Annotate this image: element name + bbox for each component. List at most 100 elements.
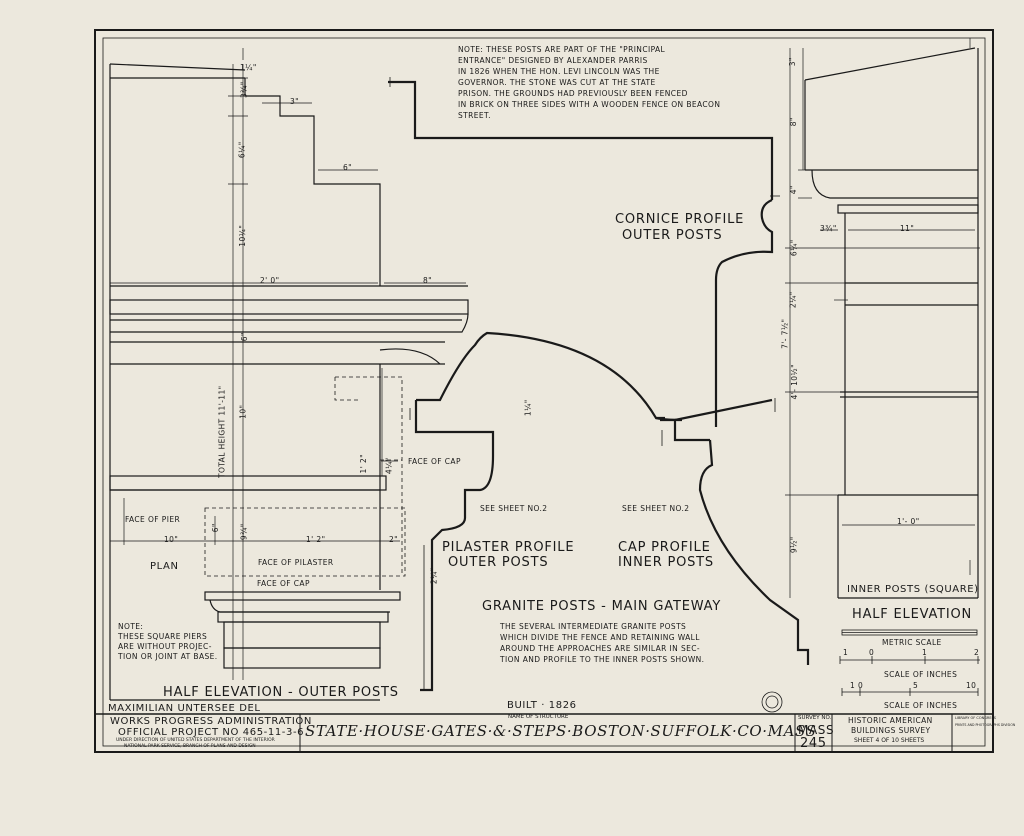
pilaster-profile-label: PILASTER PROFILE bbox=[442, 540, 575, 555]
inch-scale-bar bbox=[841, 688, 979, 696]
dim-label: 2" bbox=[389, 535, 399, 544]
granite-line: THE SEVERAL INTERMEDIATE GRANITE POSTS bbox=[500, 622, 687, 631]
wpa-project: OFFICIAL PROJECT NO 465-11-3-6 bbox=[118, 727, 305, 738]
dim-label: 9½" bbox=[789, 536, 799, 554]
outer-post-elevation bbox=[109, 63, 469, 701]
habs-line-2: BUILDINGS SURVEY bbox=[851, 726, 931, 735]
dim-label: 6" bbox=[210, 523, 220, 533]
half-elevation-label: HALF ELEVATION bbox=[852, 607, 973, 622]
dim-label: 10" bbox=[238, 404, 248, 419]
built-date: BUILT · 1826 bbox=[507, 700, 577, 711]
library-caption: LIBRARY OF CONGRESS bbox=[955, 716, 997, 720]
see-sheet-right: SEE SHEET NO.2 bbox=[622, 504, 690, 513]
delineator: MAXIMILIAN UNTERSEE DEL bbox=[108, 703, 261, 714]
dim-label: 4¼" bbox=[384, 457, 394, 475]
dim-label: 4'- 10½" bbox=[789, 364, 799, 400]
granite-line: TION AND PROFILE TO THE INNER POSTS SHOW… bbox=[500, 655, 705, 664]
dim-label: 6" bbox=[343, 163, 353, 172]
granite-posts-text: THE SEVERAL INTERMEDIATE GRANITE POSTS W… bbox=[500, 621, 790, 665]
granite-line: AROUND THE APPROACHES ARE SIMILAR IN SEC… bbox=[500, 644, 701, 653]
sheet-number: SHEET 4 OF 10 SHEETS bbox=[854, 737, 925, 744]
half-elevation-outer-label: HALF ELEVATION - OUTER POSTS bbox=[163, 685, 399, 700]
note-line: ENTRANCE" DESIGNED BY ALEXANDER PARRIS bbox=[458, 56, 648, 65]
dim-label: 4" bbox=[788, 185, 798, 195]
dim-label: 3" bbox=[787, 57, 797, 67]
metric-tick: 2 bbox=[974, 648, 980, 657]
inner-border bbox=[102, 37, 986, 747]
inch-tick: 10 bbox=[966, 681, 977, 690]
sheet-border bbox=[94, 29, 994, 753]
dim-label: 1¼" bbox=[523, 399, 533, 417]
plan-label: PLAN bbox=[150, 561, 179, 572]
face-of-cap-lower-label: FACE OF CAP bbox=[257, 579, 310, 588]
scale-of-inches-label-2: SCALE OF INCHES bbox=[884, 701, 958, 710]
structure-caption: NAME OF STRUCTURE bbox=[508, 714, 569, 720]
pilaster-profile-sublabel: OUTER POSTS bbox=[448, 555, 549, 570]
wpa-nps: NATIONAL PARK SERVICE, BRANCH OF PLANS A… bbox=[124, 744, 256, 749]
dim-label: 2' 0" bbox=[260, 276, 280, 285]
dim-label: 1' 2" bbox=[306, 535, 326, 544]
dim-label: 6" bbox=[239, 332, 249, 342]
total-height-label: TOTAL HEIGHT 11'-11" bbox=[217, 385, 227, 479]
face-of-cap-upper-label: FACE OF CAP bbox=[408, 457, 461, 466]
cornice-profile bbox=[388, 80, 774, 692]
survey-state: MASS bbox=[798, 723, 835, 737]
note-line: GOVERNOR. THE STONE WAS CUT AT THE STATE bbox=[458, 78, 656, 87]
inner-posts-label: INNER POSTS (SQUARE) bbox=[847, 584, 979, 595]
note-line: PRISON. THE GROUNDS HAD PREVIOUSLY BEEN … bbox=[458, 89, 688, 98]
survey-number: 245 bbox=[800, 736, 827, 751]
inch-tick: 5 bbox=[913, 681, 919, 690]
note-line: STREET. bbox=[458, 111, 491, 120]
dim-label: 8" bbox=[788, 117, 798, 127]
inch-tick: 1 0 bbox=[850, 681, 864, 690]
dim-label: 3¾" bbox=[820, 224, 837, 233]
square-note-line: THESE SQUARE PIERS bbox=[118, 632, 208, 641]
structure-name: STATE·HOUSE·GATES·&·STEPS·BOSTON·SUFFOLK… bbox=[305, 722, 817, 740]
granite-line: WHICH DIVIDE THE FENCE AND RETAINING WAL… bbox=[500, 633, 700, 642]
dim-label: 9¾" bbox=[239, 523, 249, 541]
metric-tick: 0 bbox=[869, 648, 875, 657]
history-note: NOTE: THESE POSTS ARE PART OF THE "PRINC… bbox=[458, 44, 778, 121]
square-piers-note: NOTE: THESE SQUARE PIERS ARE WITHOUT PRO… bbox=[118, 622, 218, 662]
dim-label: 11" bbox=[900, 224, 915, 233]
dim-label: 2¼" bbox=[429, 567, 439, 585]
metric-tick: 1 bbox=[922, 648, 928, 657]
metric-scale-label: METRIC SCALE bbox=[882, 638, 942, 647]
face-of-pilaster-label: FACE OF PILASTER bbox=[258, 558, 334, 567]
square-note-line: TION OR JOINT AT BASE. bbox=[118, 652, 218, 661]
face-of-pier-label: FACE OF PIER bbox=[125, 515, 181, 524]
scale-of-inches-label: SCALE OF INCHES bbox=[884, 670, 958, 679]
square-note-line: NOTE: bbox=[118, 622, 144, 631]
note-line: IN 1826 WHEN THE HON. LEVI LINCOLN WAS T… bbox=[458, 67, 660, 76]
cornice-profile-label: CORNICE PROFILE bbox=[615, 212, 745, 227]
dim-label: 8" bbox=[423, 276, 433, 285]
habs-line-1: HISTORIC AMERICAN bbox=[848, 716, 933, 725]
metric-tick: 1 bbox=[843, 648, 849, 657]
dim-label: 6¼" bbox=[237, 141, 247, 159]
dim-label: 7'- 7½" bbox=[780, 318, 790, 349]
cornice-profile-sublabel: OUTER POSTS bbox=[622, 228, 723, 243]
dim-label: 1' 2" bbox=[358, 454, 368, 474]
wpa-title: WORKS PROGRESS ADMINISTRATION bbox=[110, 716, 312, 727]
division-caption: PRINTS AND PHOTOGRAPHS DIVISION bbox=[955, 723, 1016, 727]
note-line: IN BRICK ON THREE SIDES WITH A WOODEN FE… bbox=[458, 100, 721, 109]
dim-label: 3" bbox=[290, 97, 300, 106]
dim-label: 2¼" bbox=[788, 291, 798, 309]
granite-posts-title: GRANITE POSTS - MAIN GATEWAY bbox=[482, 599, 722, 614]
note-line: NOTE: THESE POSTS ARE PART OF THE "PRINC… bbox=[458, 45, 666, 54]
square-note-line: ARE WITHOUT PROJEC- bbox=[118, 642, 212, 651]
dim-label: 6¼" bbox=[789, 239, 799, 257]
habs-seal bbox=[761, 691, 783, 713]
wpa-direction: UNDER DIRECTION OF UNITED STATES DEPARTM… bbox=[116, 738, 275, 743]
metric-scale-bar bbox=[839, 629, 980, 664]
cap-profile bbox=[660, 398, 810, 665]
dim-label: 3¾" bbox=[239, 81, 249, 99]
survey-caption: SURVEY NO. bbox=[798, 715, 832, 721]
dim-label: 10¼" bbox=[238, 224, 248, 247]
cap-profile-label: CAP PROFILE bbox=[618, 540, 711, 555]
cap-profile-sublabel: INNER POSTS bbox=[618, 555, 714, 570]
see-sheet-left: SEE SHEET NO.2 bbox=[480, 504, 548, 513]
dim-label: 1¼" bbox=[240, 63, 257, 72]
dim-label: 10" bbox=[164, 535, 179, 544]
